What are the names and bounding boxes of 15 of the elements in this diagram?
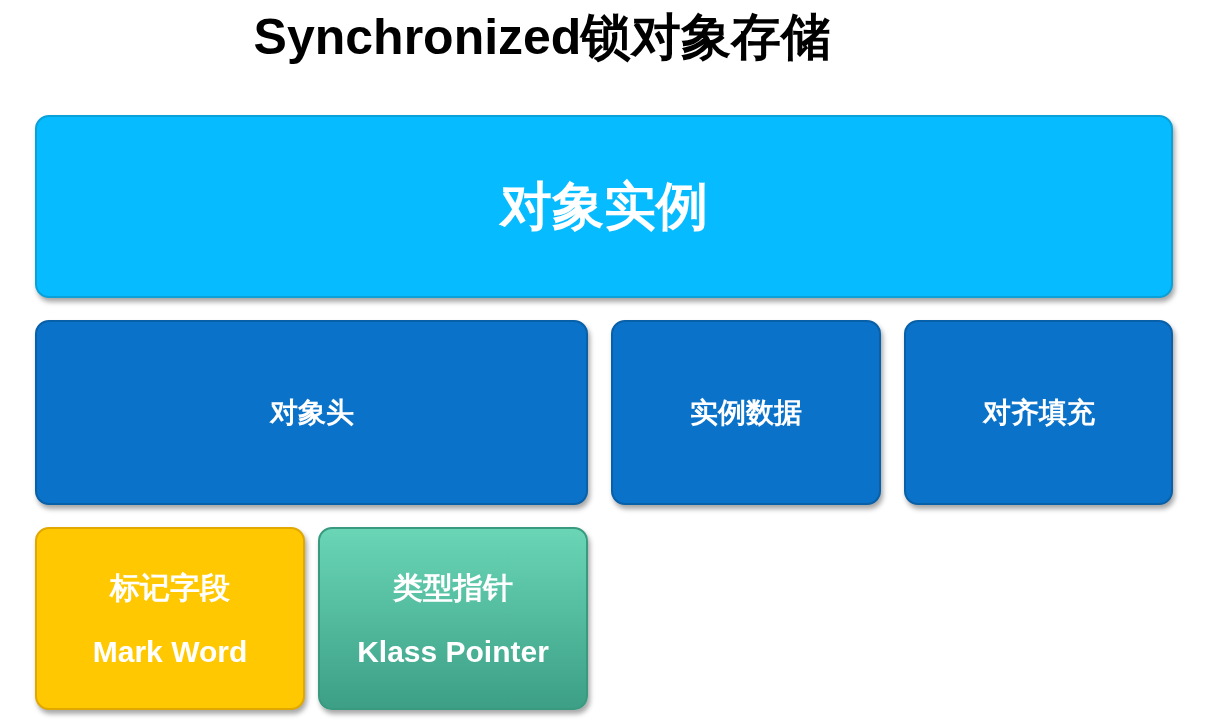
block-label: Klass Pointer — [357, 635, 549, 669]
block — [35, 320, 588, 505]
block — [35, 527, 305, 710]
block — [904, 320, 1173, 505]
title: Synchronized锁对象存储 — [252, 8, 833, 67]
block-label: Mark Word — [92, 635, 248, 669]
block-label: 标记字段 — [110, 570, 230, 606]
block-label: 实例数据 — [690, 395, 802, 430]
block-label: 对象实例 — [500, 175, 708, 237]
block-label: 类型指针 — [393, 570, 513, 606]
block — [35, 115, 1173, 298]
block — [318, 527, 588, 710]
block — [611, 320, 881, 505]
block-label: 对齐填充 — [982, 395, 1095, 430]
block-label: 对象头 — [269, 395, 354, 430]
